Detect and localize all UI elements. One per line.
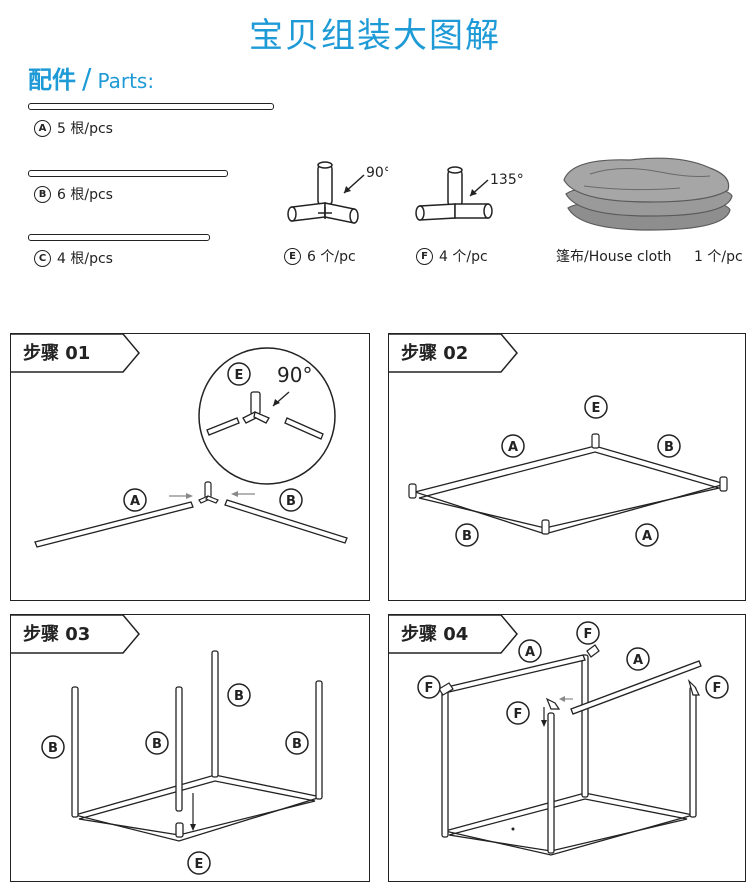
step-03-label-b3: B <box>234 689 244 704</box>
part-c-letter: C <box>34 249 51 267</box>
part-a-qty: 5 根/pcs <box>57 121 113 137</box>
parts-heading-zh: 配件 <box>28 66 76 94</box>
step-04-label-a2: A <box>633 653 643 668</box>
step-01-zoom-circle <box>198 347 336 485</box>
step-03-label-b2: B <box>152 737 162 752</box>
step-04-panel: 步骤 04 A F A <box>388 614 746 882</box>
step-01-drawing: 步骤 01 E 90° A B <box>11 334 348 548</box>
step-03-label-b1: B <box>48 741 58 756</box>
step-02-label-b-top: B <box>664 440 674 455</box>
step-01-label-b: B <box>286 494 296 509</box>
part-a-label: A 5 根/pcs <box>34 118 113 138</box>
step-03-tag: 步骤 03 <box>23 623 90 645</box>
step-02-label-a-bottom: A <box>642 529 652 544</box>
step-04-label-f2: F <box>425 681 434 696</box>
connector-e-angle: 90° <box>366 165 388 181</box>
part-e-qty: 6 个/pc <box>307 249 356 265</box>
rod-a-illustration <box>28 103 274 110</box>
step-01-label-a: A <box>130 494 140 509</box>
step-02-panel: 步骤 02 E A B B A <box>388 333 746 601</box>
house-cloth-qty: 1 个/pc <box>694 249 743 265</box>
step-01-panel: 步骤 01 E 90° A B <box>10 333 370 601</box>
parts-heading: 配件/Parts: <box>28 60 154 95</box>
part-b-label: B 6 根/pcs <box>34 184 113 204</box>
part-e-letter: E <box>284 247 301 265</box>
step-04-label-f1: F <box>584 627 593 642</box>
step-03-panel: 步骤 03 B B B B E <box>10 614 370 882</box>
step-03-drawing: 步骤 03 B B B B E <box>11 615 323 875</box>
part-c-qty: 4 根/pcs <box>57 251 113 267</box>
step-02-label-e: E <box>592 401 601 416</box>
step-02-drawing: 步骤 02 E A B B A <box>389 334 728 547</box>
part-f-letter: F <box>416 247 433 265</box>
step-04-tag: 步骤 04 <box>401 623 468 645</box>
house-cloth-name: 篷布/House cloth <box>556 249 672 265</box>
connector-f-illustration: 135° <box>415 166 524 221</box>
step-04-label-f4: F <box>713 681 722 696</box>
step-02-tag: 步骤 02 <box>401 342 468 364</box>
connector-e-illustration: 90° <box>287 161 388 224</box>
step-02-label-b-bottom: B <box>462 529 472 544</box>
step-01-zoom-letter: E <box>235 368 244 383</box>
step-01-zoom-angle: 90° <box>277 363 312 387</box>
parts-heading-separator: / <box>82 62 92 95</box>
step-03-label-b4: B <box>292 737 302 752</box>
part-b-qty: 6 根/pcs <box>57 187 113 203</box>
step-01-tag: 步骤 01 <box>23 342 90 364</box>
step-02-label-a-top: A <box>508 440 518 455</box>
part-c-label: C 4 根/pcs <box>34 248 113 268</box>
page-title: 宝贝组装大图解 <box>249 16 501 56</box>
rod-b-illustration <box>28 170 228 177</box>
part-a-letter: A <box>34 119 51 137</box>
part-b-letter: B <box>34 185 51 203</box>
rod-c-illustration <box>28 234 210 241</box>
connector-f-angle: 135° <box>490 172 524 188</box>
step-04-label-f3: F <box>514 707 523 722</box>
part-f-label: F 4 个/pc <box>416 246 488 266</box>
step-04-label-a1: A <box>525 645 535 660</box>
house-cloth-illustration <box>563 157 733 231</box>
step-03-label-e: E <box>195 857 204 872</box>
step-04-drawing: 步骤 04 A F A <box>389 615 729 856</box>
part-f-qty: 4 个/pc <box>439 249 488 265</box>
part-e-label: E 6 个/pc <box>284 246 356 266</box>
parts-heading-en: Parts: <box>97 69 155 93</box>
